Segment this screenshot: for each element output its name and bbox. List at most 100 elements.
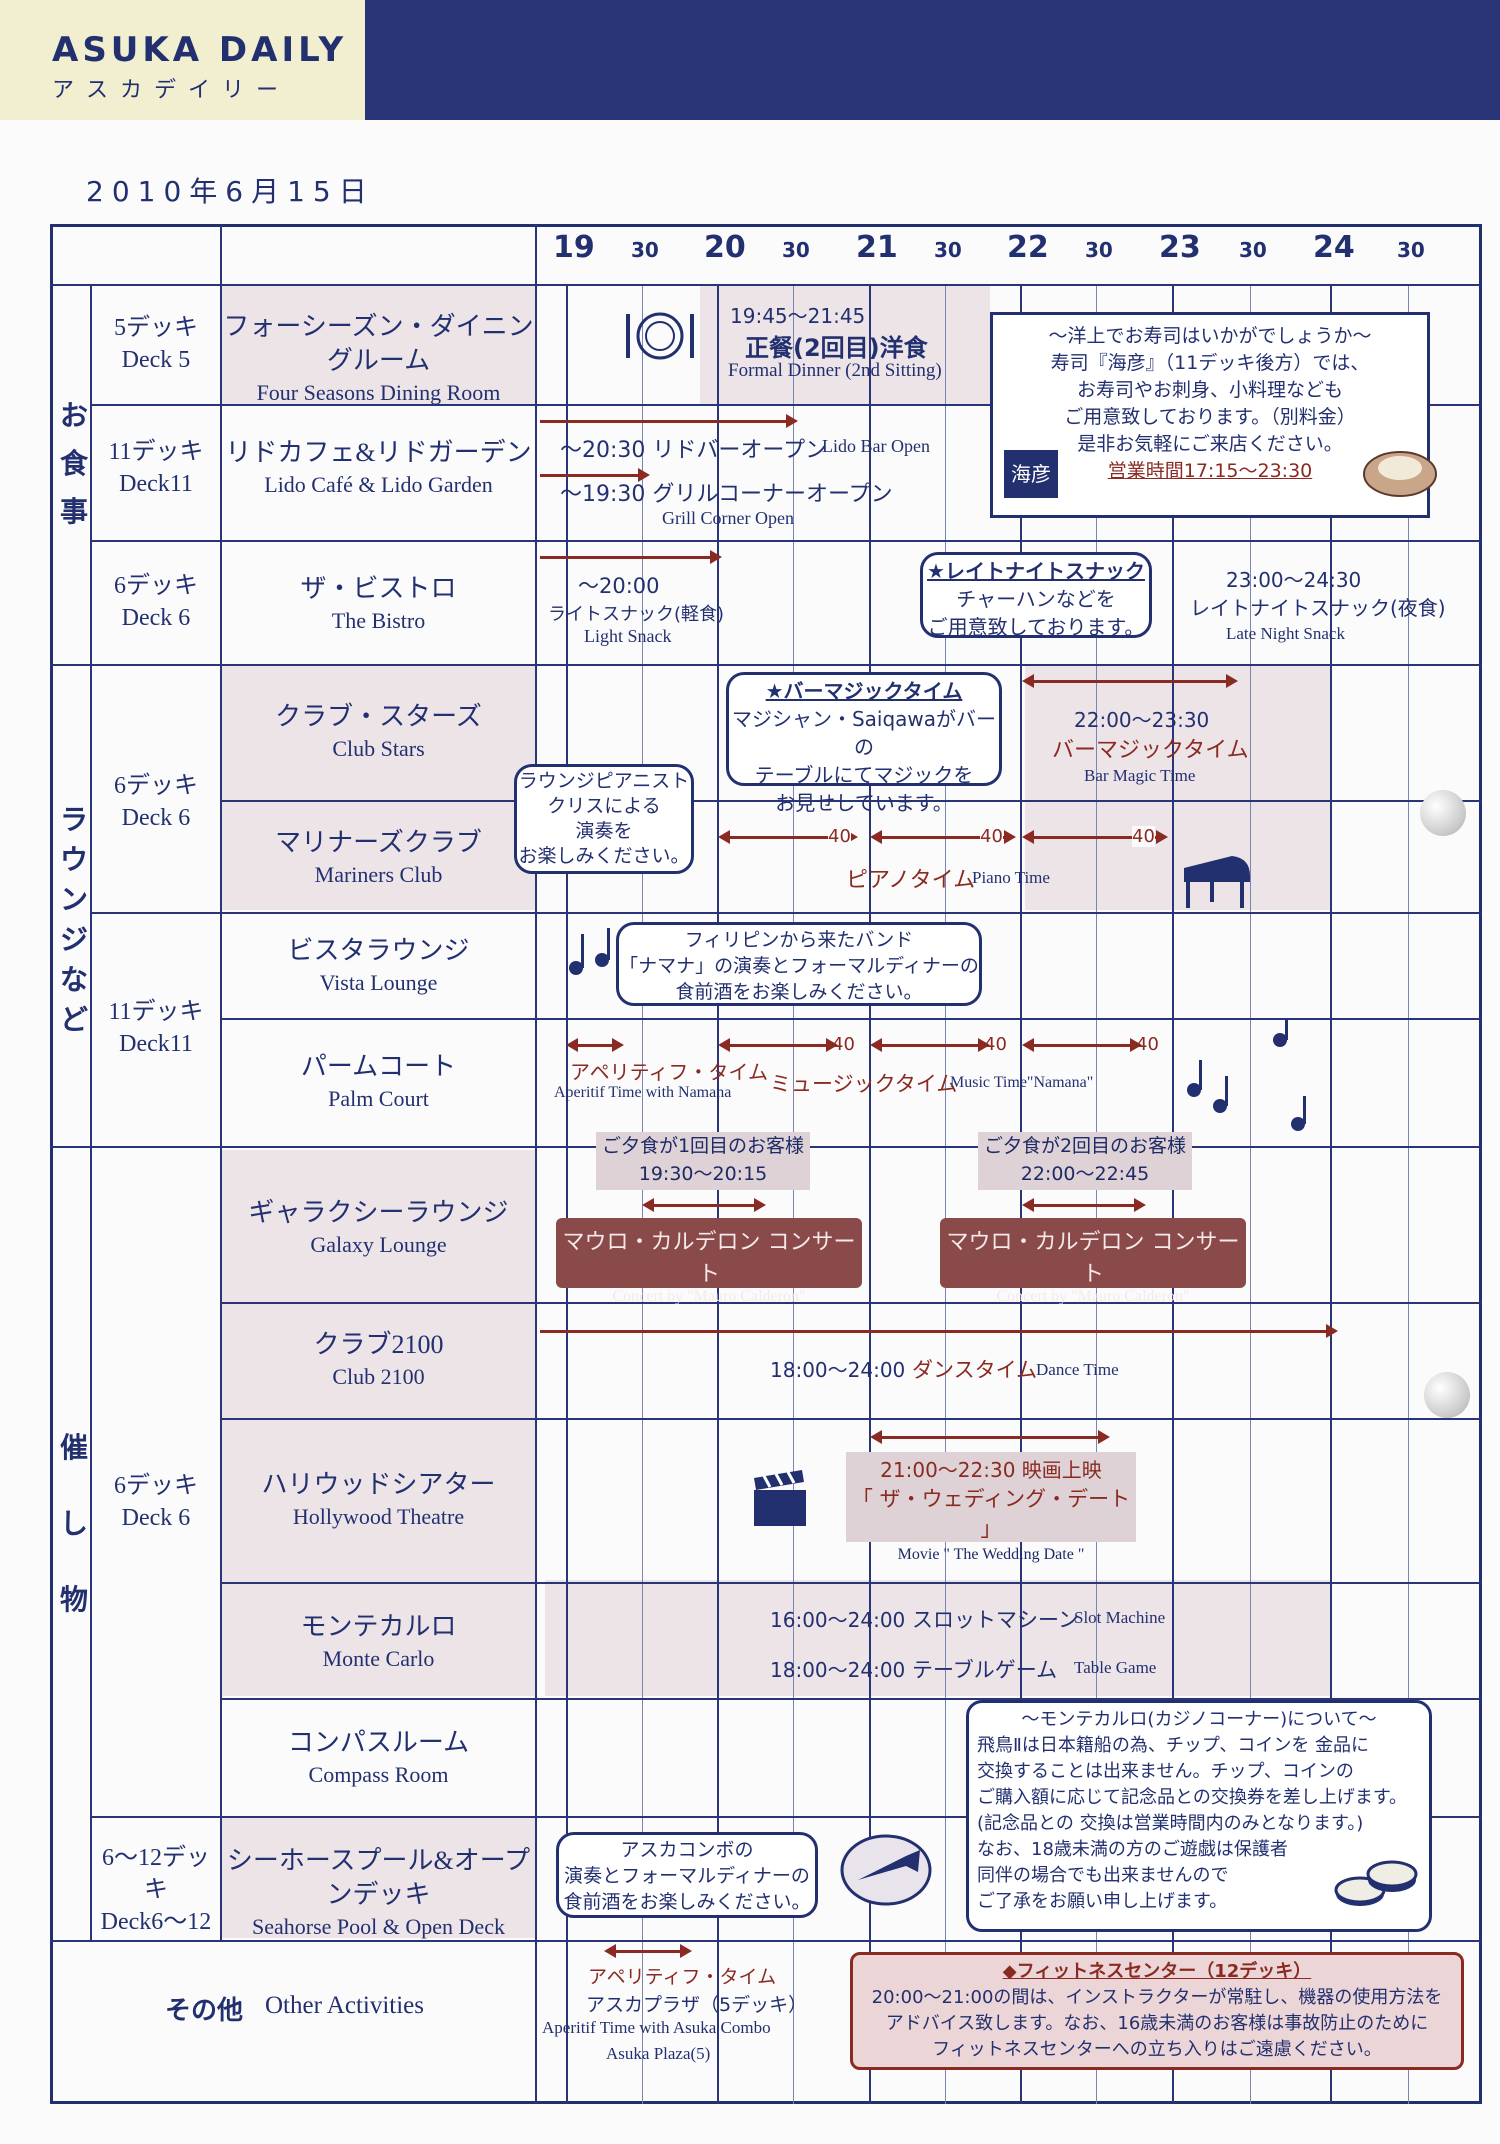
late-snack-time: 23:00〜24:30 [1226,568,1362,592]
sushi-dish-icon [1360,434,1440,508]
piano-arrow-2 [870,830,1016,844]
half-line [1096,284,1097,2104]
light-snack-time: 〜20:00 [578,574,660,598]
venue-other-jp: その他 [165,1996,244,2026]
hour-line [1020,284,1022,2104]
light-snack-jp: ライトスナック(軽食) [548,604,725,625]
hour-24: 24 [1313,230,1355,265]
row-line [90,912,1482,914]
music-arrow-2 [870,1038,990,1052]
late-snack-jp: レイトナイトスナック(夜食) [1190,596,1446,620]
half-label: 30 [934,238,962,262]
col-line [535,224,537,2104]
hour-20: 20 [704,230,746,265]
binder-hole [1420,790,1466,836]
movie-box: 21:00〜22:30 映画上映 「 ザ・ウェディング・デート 」 Movie … [846,1452,1136,1563]
concert1-box: マウロ・カルデロン コンサート Concert by "Mauro Calder… [556,1218,862,1305]
binder-hole [1424,1372,1470,1418]
concert2-arrow [1022,1198,1146,1212]
half-label: 30 [1085,238,1113,262]
table-en: Table Game [1074,1658,1157,1677]
dance-en: Dance Time [1036,1360,1119,1379]
half-line [945,284,946,2104]
row-line [90,1816,1482,1818]
half-label: 30 [1397,238,1425,262]
music-duration-1: 40 [832,1034,855,1055]
magic-en: Bar Magic Time [1084,766,1196,785]
half-label: 30 [631,238,659,262]
row-line [220,1018,1482,1020]
dining-plate-icon [620,308,700,368]
category-lounge: ラウンジなど [59,803,88,1036]
half-label: 30 [1239,238,1267,262]
col-line [220,224,222,1940]
lido-bar-jp: 〜20:30 リドバーオープン [560,438,828,463]
dance-jp: ダンスタイム [912,1358,1038,1382]
hour-23: 23 [1159,230,1201,265]
table-jp: テーブルゲーム [912,1658,1058,1682]
venue-other-en: Other Activities [265,1992,424,2019]
piano-duration-1: 40 [828,826,851,847]
row-line [90,540,1482,542]
music-en: Music Time"Namana" [950,1074,1094,1091]
late-snack-en: Late Night Snack [1226,624,1345,643]
row-line [50,664,1482,666]
row-line [220,1302,1482,1304]
piano-duration-2: 40 [980,826,1003,847]
light-snack-en: Light Snack [584,626,672,646]
half-line [1250,284,1251,2104]
magic-jp: バーマジックタイム [1052,738,1249,763]
music-duration-2: 40 [984,1034,1007,1055]
music-arrow-1 [718,1038,838,1052]
event-bg [700,284,990,404]
category-dining: お食事 [59,399,88,528]
hour-line [1172,284,1174,2104]
concert1-arrow [642,1198,766,1212]
aperitif-plaza-arrow [604,1944,692,1958]
dance-arrow [540,1324,1338,1338]
music-arrow-3 [1022,1038,1142,1052]
piano-arrow-3 [1022,830,1168,844]
movie-arrow [870,1430,1110,1444]
formal-time: 19:45〜21:45 [730,304,866,328]
hour-22: 22 [1007,230,1049,265]
half-line [1408,284,1409,2104]
aperitif-plaza-en2: Asuka Plaza(5) [606,2044,711,2063]
piano-duration-3: 40 [1132,826,1155,847]
sushi-logo: 海彦 [1004,450,1058,498]
row-line [220,800,1482,802]
aperitif-palm-en: Aperitif Time with Namana [554,1084,732,1101]
piano-jp: ピアノタイム [846,868,976,893]
venue-bg [222,666,535,910]
hour-line [717,284,719,2104]
magic-arrow [1022,674,1238,688]
hour-21: 21 [856,230,898,265]
page-date: 2010年6月15日 [86,175,375,208]
casino-chips-icon [1330,1846,1422,1920]
table-time: 18:00〜24:00 [770,1658,906,1682]
venue-bg [222,284,535,404]
formal-en: Formal Dinner (2nd Sitting) [728,360,942,381]
formal-jp: 正餐(2回目)洋食 [745,334,928,362]
brand-kana: アスカデイリー [52,78,291,103]
row-line [220,1418,1482,1420]
music-jp: ミュージックタイム [770,1072,958,1096]
music-notes-icon [1180,1014,1330,1144]
trumpet-icon [836,1826,936,1914]
row-line [50,284,1482,286]
piano-en: Piano Time [972,868,1050,887]
